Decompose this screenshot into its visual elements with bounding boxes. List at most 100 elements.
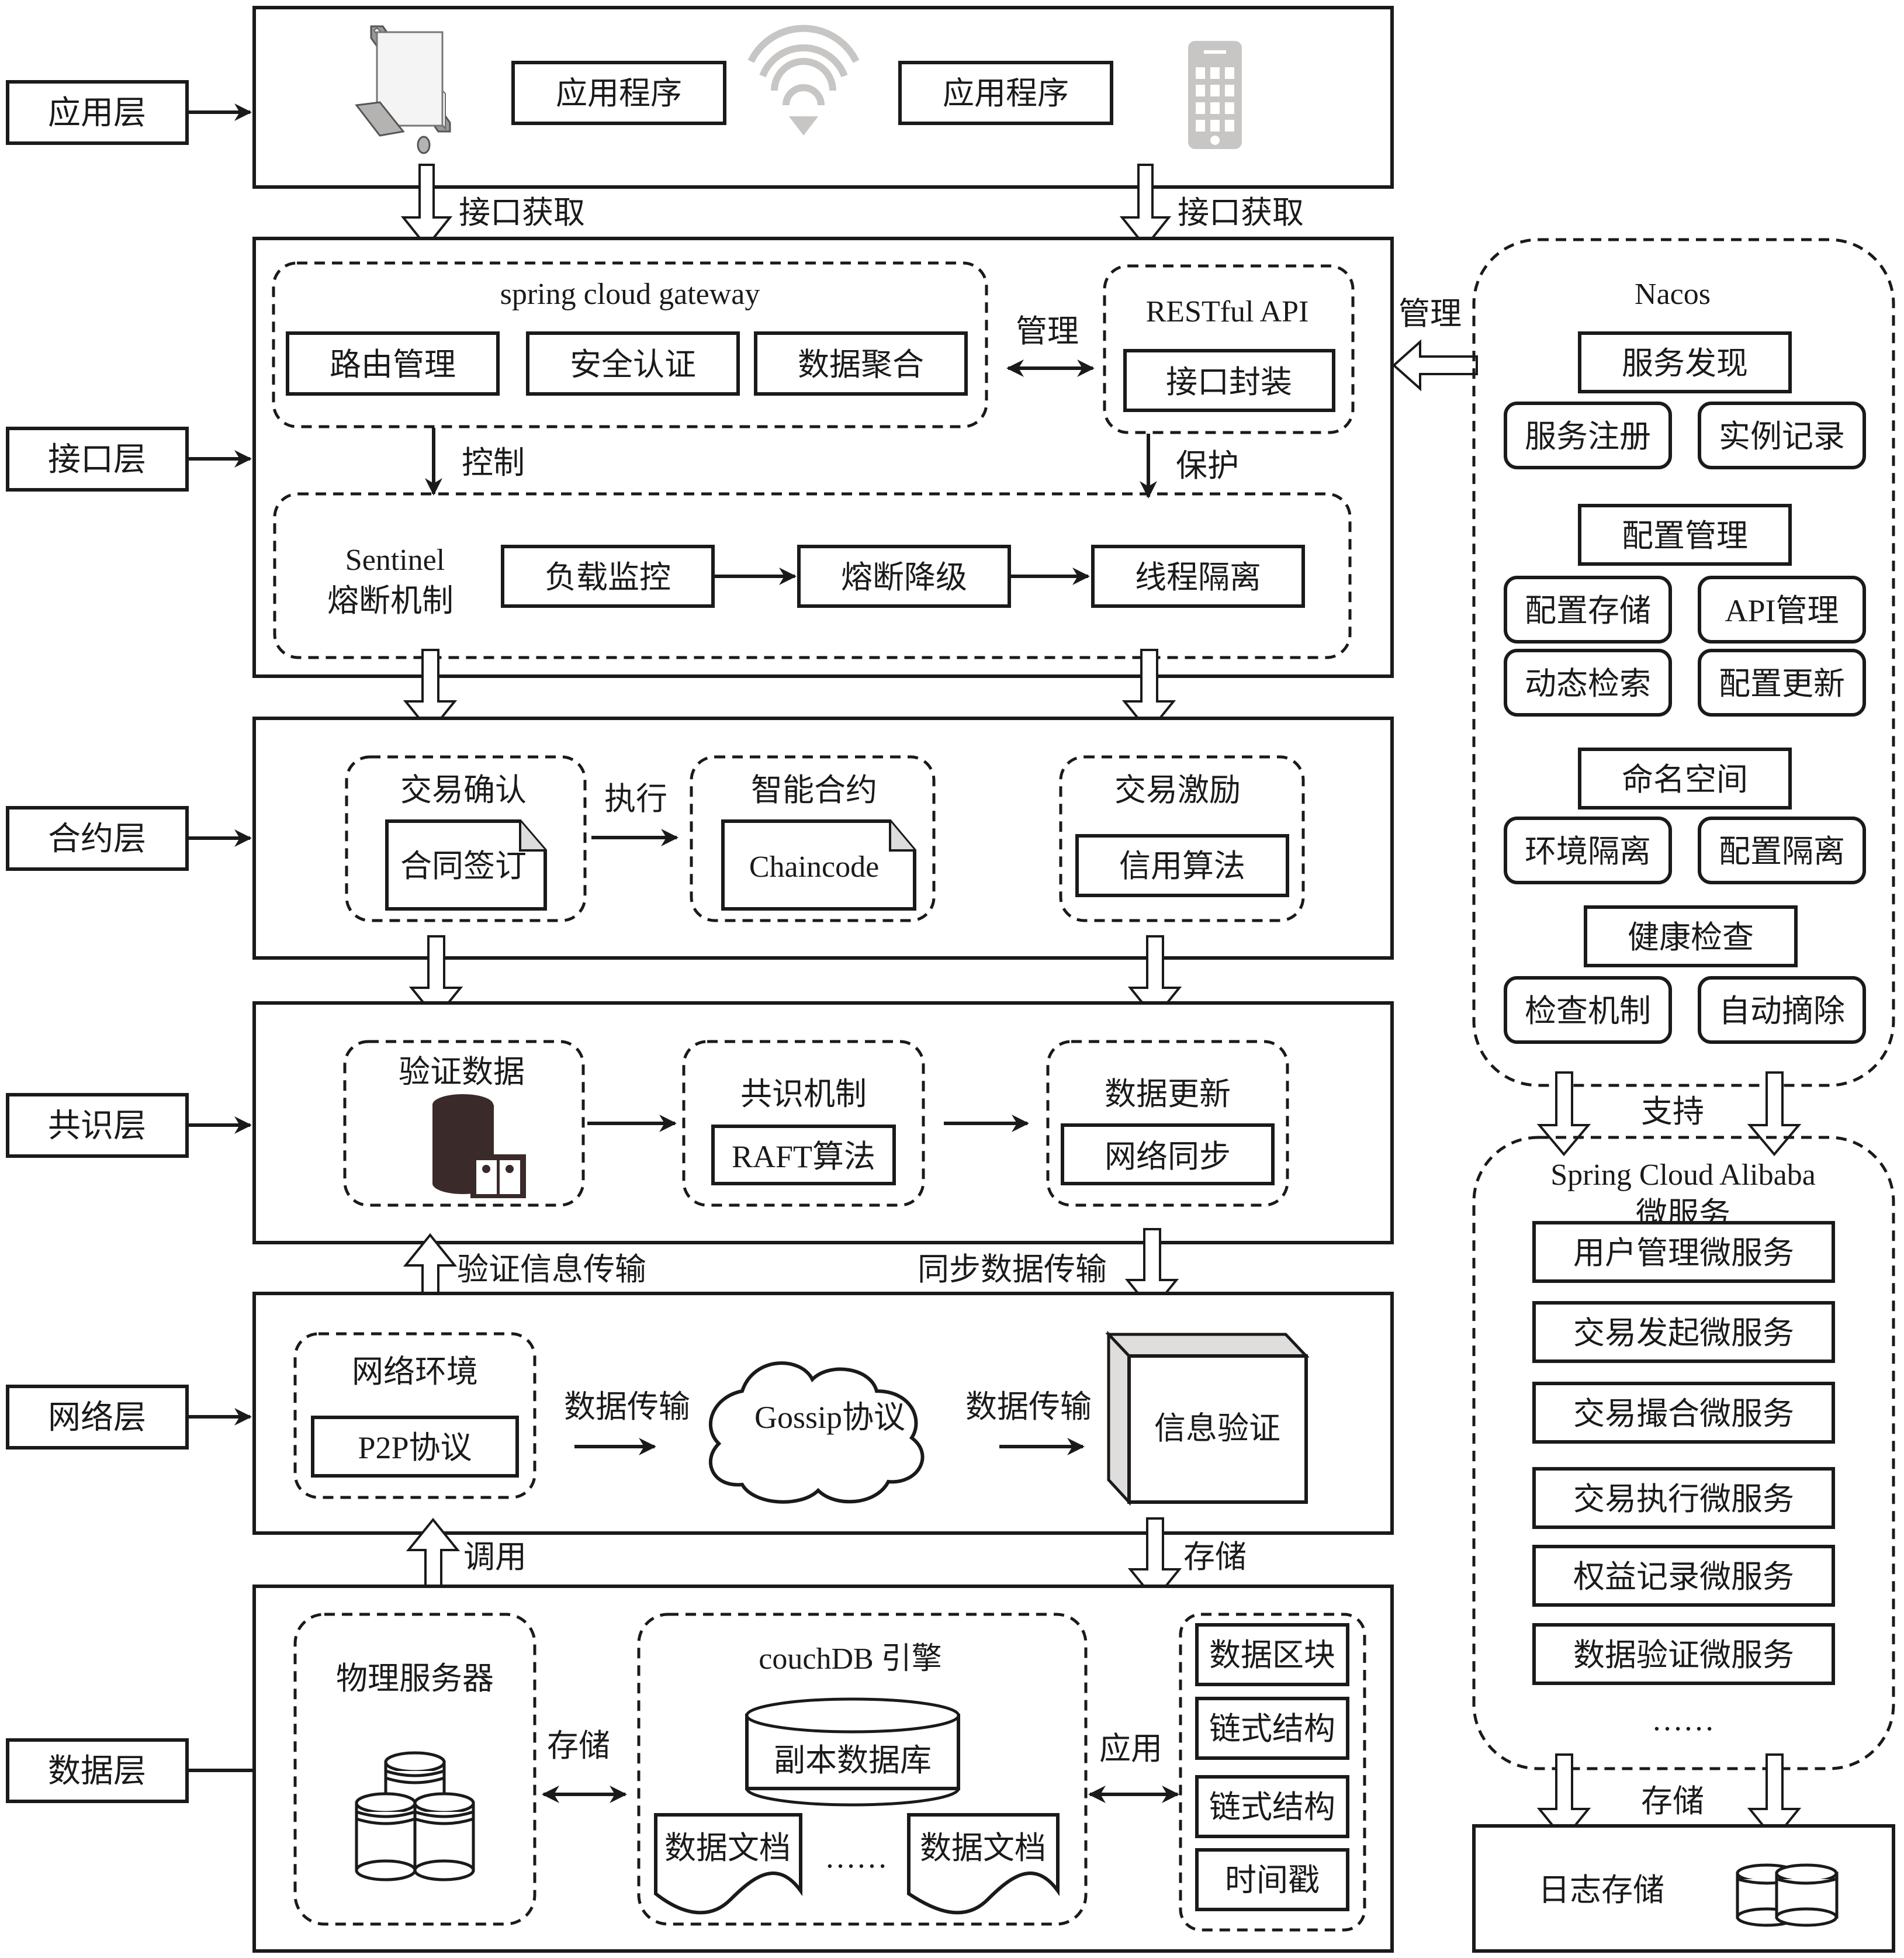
sentinel-subtitle: 熔断机制	[327, 583, 454, 618]
layer-label-consensus[interactable]: 共识层	[6, 1093, 189, 1158]
flow-label: 同步数据传输	[918, 1252, 1107, 1287]
layer-label-network[interactable]: 网络层	[6, 1385, 189, 1450]
consensus-mech-title: 共识机制	[740, 1077, 867, 1112]
nacos-item-label: 服务注册	[1525, 419, 1651, 454]
app-program-box[interactable]	[511, 61, 726, 125]
sentinel-item-thread-isolation[interactable]	[1091, 545, 1305, 608]
nacos-item[interactable]	[1504, 976, 1672, 1044]
nacos-item[interactable]	[1698, 976, 1866, 1044]
document-icon[interactable]	[385, 819, 547, 911]
nacos-head-label: 配置管理	[1622, 518, 1748, 554]
replica-db-label: 副本数据库	[774, 1743, 932, 1778]
nacos-item[interactable]	[1504, 817, 1672, 884]
flow-label: 存储	[1183, 1540, 1247, 1575]
ellipsis: ……	[1652, 1702, 1715, 1737]
chain-item-data-block[interactable]	[1195, 1623, 1349, 1686]
couchdb-group	[637, 1613, 1088, 1926]
desktop-computer-icon	[355, 25, 451, 154]
document-wave-icon[interactable]	[907, 1813, 1060, 1915]
microservice-item[interactable]	[1532, 1301, 1835, 1363]
layer-label-interface[interactable]: 接口层	[6, 427, 189, 492]
wifi-icon	[747, 25, 860, 136]
layer-label-text: 数据层	[48, 1753, 146, 1790]
nacos-item-label: 动态检索	[1525, 666, 1651, 701]
gateway-item-routing[interactable]	[286, 331, 500, 396]
microservice-label: 交易撮合微服务	[1573, 1396, 1794, 1431]
database-cylinder-icon	[745, 1697, 960, 1807]
server-box-icon[interactable]	[1105, 1330, 1310, 1506]
verify-data-title: 验证数据	[399, 1054, 525, 1089]
net-env-group	[293, 1332, 536, 1499]
restful-item-encapsulation[interactable]	[1123, 349, 1335, 412]
microservice-item[interactable]	[1532, 1545, 1835, 1607]
flow-label: 调用	[463, 1540, 527, 1575]
layer-label-contract[interactable]: 合约层	[6, 806, 189, 871]
net-sync-box[interactable]	[1061, 1123, 1275, 1185]
hollow-down-arrow-icon	[400, 164, 453, 249]
microservice-item[interactable]	[1532, 1221, 1835, 1283]
data-update-title: 数据更新	[1105, 1077, 1231, 1112]
credit-algo-box[interactable]	[1075, 834, 1289, 897]
gateway-item-aggregation[interactable]	[754, 331, 968, 396]
layer-label-data[interactable]: 数据层	[6, 1738, 189, 1803]
document-icon[interactable]	[721, 819, 916, 911]
microservice-label: 权益记录微服务	[1573, 1559, 1794, 1594]
contract-sign-label: 合同签订	[400, 849, 527, 884]
nacos-item[interactable]	[1504, 576, 1672, 644]
nacos-head-service-discovery[interactable]	[1578, 331, 1792, 393]
nacos-head-config-management[interactable]	[1578, 504, 1792, 566]
chain-item-label: 时间戳	[1225, 1863, 1320, 1898]
nacos-item[interactable]	[1504, 649, 1672, 717]
document-wave-icon[interactable]	[654, 1813, 802, 1915]
smart-contract-title: 智能合约	[751, 773, 877, 808]
nacos-group	[1472, 238, 1895, 1087]
flow-label: 接口获取	[1178, 195, 1304, 230]
consensus-mech-group	[682, 1040, 925, 1207]
gateway-item-auth[interactable]	[526, 331, 740, 396]
nacos-head-namespace[interactable]	[1578, 748, 1792, 810]
nacos-head-label: 服务发现	[1622, 346, 1748, 381]
layer-label-text: 网络层	[48, 1400, 146, 1436]
chain-item-chain-structure[interactable]	[1195, 1697, 1349, 1760]
restful-group	[1103, 264, 1355, 434]
flow-label: 数据传输	[564, 1389, 690, 1424]
microservice-item[interactable]	[1532, 1623, 1835, 1685]
nacos-item[interactable]	[1698, 576, 1866, 644]
microservice-label: 交易执行微服务	[1573, 1482, 1794, 1517]
disk-storage-icon	[1736, 1863, 1839, 1927]
verify-data-group	[343, 1040, 585, 1207]
microservice-label: 数据验证微服务	[1573, 1638, 1794, 1673]
hollow-down-arrow-icon	[1119, 164, 1172, 249]
cloud-icon	[708, 1361, 925, 1504]
app-program-box[interactable]	[898, 61, 1113, 125]
gateway-title: spring cloud gateway	[500, 278, 760, 311]
nacos-item[interactable]	[1698, 817, 1866, 884]
physical-server-title: 物理服务器	[336, 1661, 494, 1696]
sentinel-item-circuit-break[interactable]	[797, 545, 1011, 608]
nacos-head-health-check[interactable]	[1584, 905, 1798, 967]
nacos-item[interactable]	[1698, 649, 1866, 717]
raft-label: RAFT算法	[732, 1139, 875, 1174]
microservice-item[interactable]	[1532, 1467, 1835, 1529]
layer-label-text: 应用层	[48, 95, 146, 132]
chain-item-chain-structure[interactable]	[1195, 1775, 1349, 1838]
layer-label-text: 接口层	[48, 442, 146, 478]
physical-server-group	[293, 1613, 536, 1926]
raft-box[interactable]	[711, 1125, 896, 1185]
nacos-item[interactable]	[1504, 402, 1672, 469]
sentinel-item-load-monitor[interactable]	[501, 545, 715, 608]
net-env-title: 网络环境	[352, 1354, 478, 1389]
sentinel-item-label: 熔断降级	[841, 560, 967, 595]
p2p-box[interactable]	[311, 1416, 519, 1478]
p2p-label: P2P协议	[358, 1430, 472, 1465]
sentinel-group	[273, 492, 1352, 659]
ellipsis: ……	[825, 1839, 888, 1874]
layer-label-app[interactable]: 应用层	[6, 80, 189, 145]
microservice-item[interactable]	[1532, 1382, 1835, 1444]
microservice-label: 用户管理微服务	[1573, 1236, 1794, 1271]
nacos-head-label: 命名空间	[1622, 762, 1748, 797]
database-icon	[432, 1094, 526, 1198]
nacos-item[interactable]	[1698, 402, 1866, 469]
chain-item-timestamp[interactable]	[1195, 1848, 1349, 1911]
